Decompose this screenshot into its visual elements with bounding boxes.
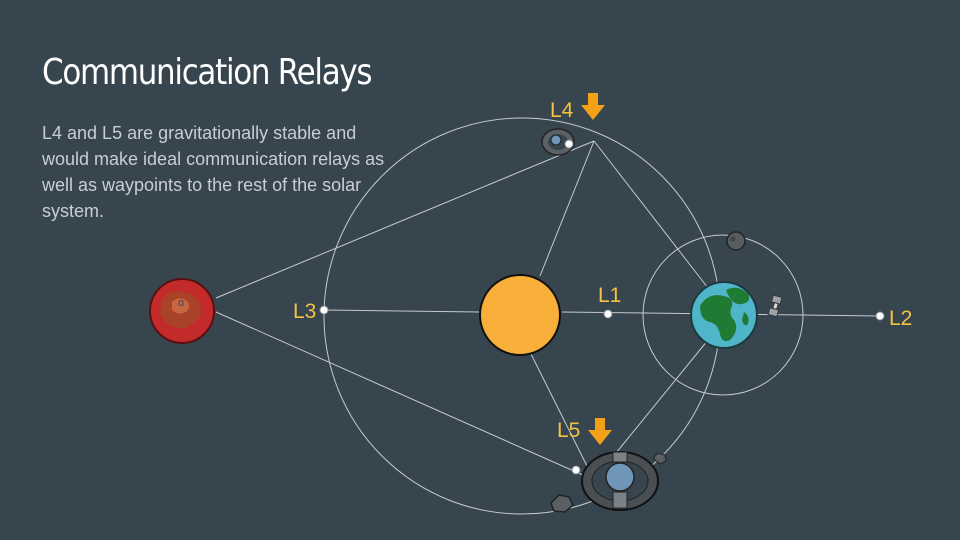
earth-icon [690, 281, 758, 349]
l1-label: L1 [598, 284, 621, 307]
down-arrow-icon [588, 418, 612, 445]
l3-point [319, 305, 329, 315]
satellite-icon [767, 294, 783, 318]
down-arrow-icon [581, 93, 605, 120]
l5-point [571, 465, 581, 475]
asteroid-icon [652, 452, 667, 465]
moon-icon [726, 231, 746, 251]
asteroid-icon [550, 494, 574, 513]
slide-body-text: L4 and L5 are gravitationally stable and… [42, 123, 385, 221]
l2-point [875, 311, 885, 321]
slide-title: Communication Relays [42, 52, 373, 93]
sun [479, 274, 561, 356]
svg-text:ɑ: ɑ [178, 297, 184, 309]
space-station-icon [541, 128, 575, 156]
l1-point [603, 309, 613, 319]
l4-point [564, 139, 574, 149]
l3-label: L3 [293, 300, 316, 323]
mars-icon: ɑ [149, 278, 215, 344]
l4-label: L4 [550, 99, 574, 122]
l2-label: L2 [889, 307, 912, 330]
l5-label: L5 [557, 419, 580, 442]
space-station-icon [581, 451, 659, 511]
